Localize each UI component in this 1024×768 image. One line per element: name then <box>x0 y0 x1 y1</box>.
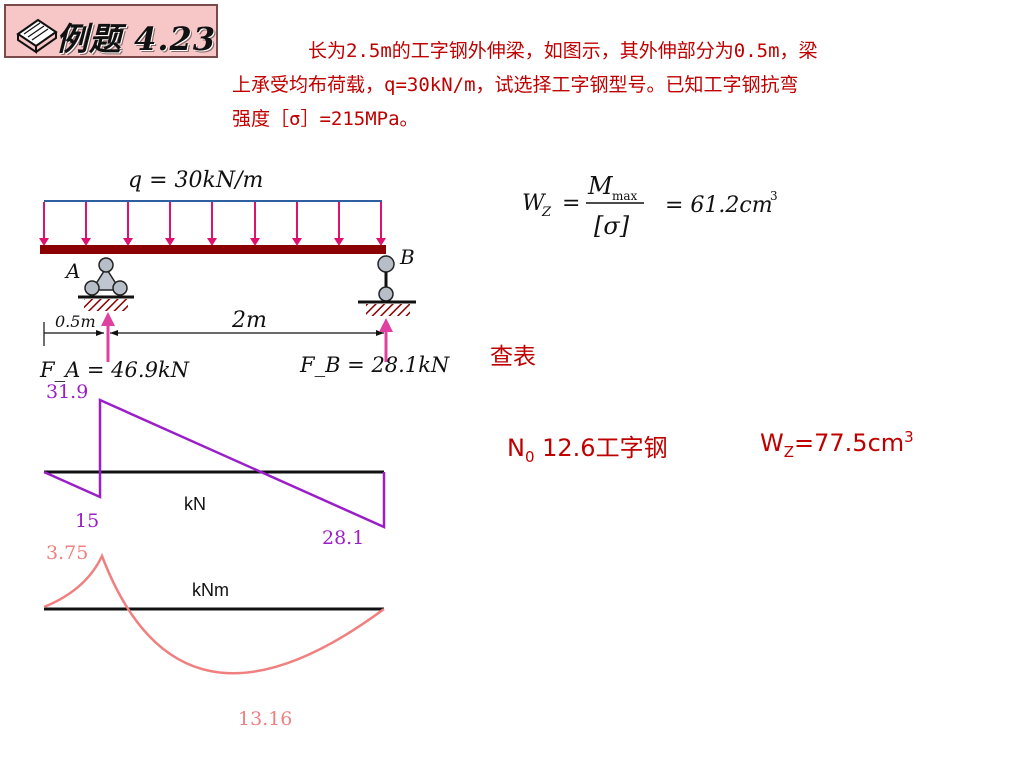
lookup-label: 查表 <box>490 344 536 370</box>
formula-lhs: W <box>522 191 547 216</box>
support-b-label: B <box>399 245 415 269</box>
shear-unit: kN <box>184 494 206 514</box>
load-arrow <box>207 202 217 246</box>
beam <box>40 245 386 254</box>
support-a <box>78 257 134 311</box>
dim-overhang-label: 0.5m <box>55 312 96 331</box>
load-arrow <box>376 202 386 246</box>
shear-diagram: 31.9 15 28.1 kN <box>43 381 386 549</box>
book-icon <box>16 18 58 54</box>
steel-prefix: N <box>507 434 525 462</box>
shear-label-max: 31.9 <box>46 381 88 403</box>
formula-denominator: [σ] <box>594 212 630 240</box>
moment-unit: kNm <box>192 580 229 600</box>
load-label: q = 30kN/m <box>128 168 263 193</box>
moment-curve <box>43 552 385 675</box>
reaction-arrow-a <box>101 312 115 362</box>
wz-sup: 3 <box>904 428 914 446</box>
moment-label-overhang: 3.75 <box>46 542 88 564</box>
formula: W Z = M max [σ] = 61.2cm 3 <box>522 172 778 240</box>
problem-line-1: 长为2.5m的工字钢外伸梁，如图示，其外伸部分为0.5m，梁 <box>308 40 818 62</box>
steel-sub: 0 <box>524 447 535 466</box>
problem-line-2: 上承受均布荷载，q=30kN/m，试选择工字钢型号。已知工字钢抗弯 <box>232 74 799 96</box>
moment-label-max: 13.16 <box>238 708 292 730</box>
support-a-label: A <box>64 259 80 283</box>
moment-diagram: 3.75 13.16 kNm <box>43 542 385 730</box>
load-arrow <box>39 202 49 246</box>
load-arrows <box>39 202 386 246</box>
load-arrow <box>123 202 133 246</box>
dim-span-label: 2m <box>231 308 267 333</box>
title-box: 例题 4.23 <box>4 4 218 58</box>
steel-name: 12.6工字钢 <box>534 434 668 462</box>
load-arrow <box>292 202 302 246</box>
slide-title: 例题 4.23 <box>56 20 217 58</box>
shear-label-left: 15 <box>75 510 99 532</box>
problem-line-3: 强度［σ］=215MPa。 <box>232 108 419 130</box>
shear-curve <box>43 398 386 529</box>
load-arrow <box>165 202 175 246</box>
section-modulus: WZ=77.5cm3 <box>760 428 914 461</box>
reaction-b-label: F_B = 28.1kN <box>299 353 450 377</box>
formula-lhs-sub: Z <box>541 205 552 220</box>
steel-type: N0 12.6工字钢 <box>507 428 668 466</box>
formula-numerator: M <box>587 172 614 200</box>
formula-result-sup: 3 <box>770 189 778 203</box>
wz-prefix: W <box>760 429 784 457</box>
shear-label-right: 28.1 <box>322 527 364 549</box>
problem-statement: 长为2.5m的工字钢外伸梁，如图示，其外伸部分为0.5m，梁 上承受均布荷载，q… <box>232 34 992 136</box>
support-b <box>358 255 416 316</box>
load-arrow <box>334 202 344 246</box>
reaction-arrow-b <box>379 318 393 362</box>
formula-numerator-sub: max <box>612 189 638 203</box>
dimension-lines <box>43 322 384 346</box>
load-arrow <box>81 202 91 246</box>
load-arrow <box>250 202 260 246</box>
formula-result: = 61.2cm <box>665 193 773 218</box>
wz-value: =77.5cm <box>794 429 905 457</box>
formula-equals: = <box>562 191 580 216</box>
wz-sub: Z <box>783 442 795 461</box>
reaction-a-label: F_A = 46.9kN <box>39 358 190 382</box>
